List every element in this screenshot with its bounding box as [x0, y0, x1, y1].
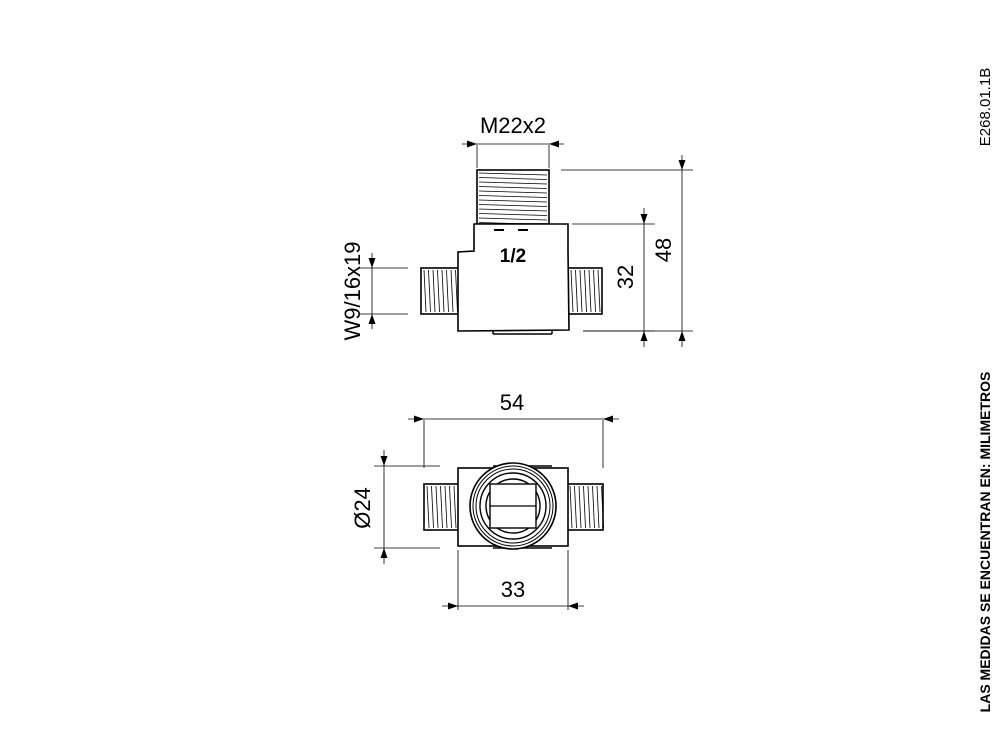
height-total-label: 48: [651, 238, 676, 262]
top-thread: [476, 169, 550, 225]
right-thread: [567, 267, 603, 315]
side-thread-dimension: W9/16x19: [340, 241, 408, 341]
bottom-left-thread: [423, 483, 461, 531]
width-33-dimension: 33: [442, 550, 584, 610]
diameter-label: Ø24: [350, 487, 375, 529]
drawing-code: E268.01.1B: [977, 68, 994, 146]
left-thread: [420, 267, 460, 315]
length-54-dimension: 54: [408, 390, 619, 468]
front-view: 1/2 M22x2 W9/16x19 32: [340, 113, 693, 347]
bottom-view: 54 Ø24 33: [350, 390, 619, 610]
top-thread-dimension: M22x2: [462, 113, 564, 168]
units-note: LAS MEDIDAS SE ENCUENTRAN EN: MILIMETROS: [977, 372, 993, 713]
body-width-label: 33: [501, 577, 525, 602]
height-small-label: 32: [613, 265, 638, 289]
diameter-dimension: Ø24: [350, 450, 440, 564]
bottom-right-thread: [566, 483, 604, 531]
body-marking: 1/2: [500, 246, 526, 267]
side-thread-label: W9/16x19: [340, 241, 365, 340]
top-thread-label: M22x2: [480, 113, 546, 138]
height-32-dimension: 32: [572, 208, 655, 347]
height-48-dimension: 48: [561, 155, 693, 347]
fitting-body: 1/2: [457, 223, 570, 335]
overall-length-label: 54: [500, 390, 524, 415]
bottom-body: [457, 462, 569, 550]
